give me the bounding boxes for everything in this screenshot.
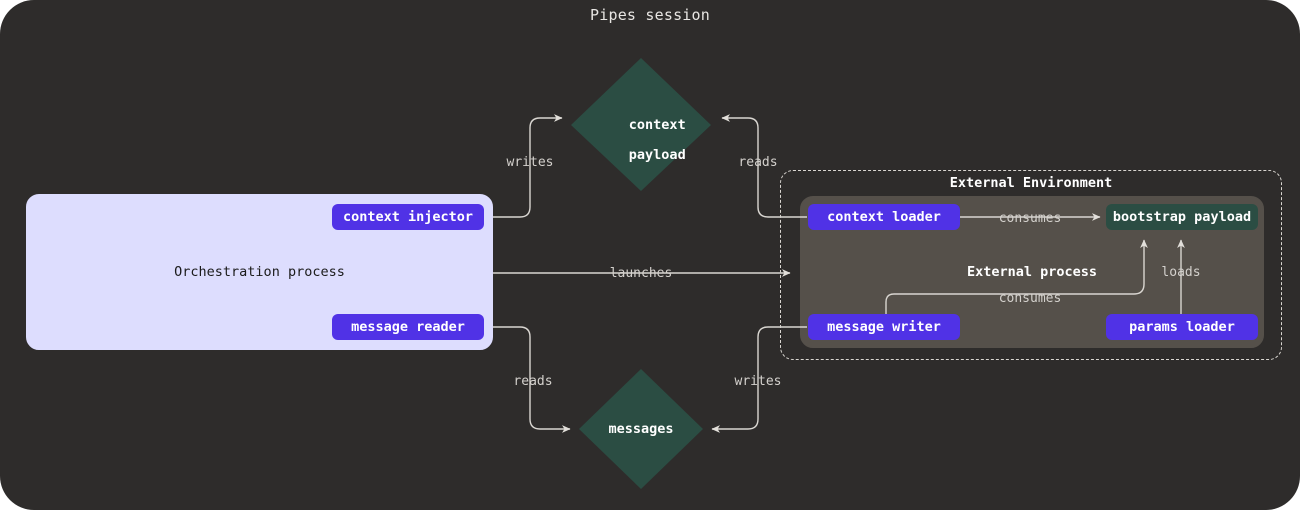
node-message-reader[interactable]: message reader — [332, 314, 484, 340]
node-messages-label: messages — [608, 421, 674, 437]
edge-label-consumes-bottom: consumes — [998, 291, 1062, 306]
node-context-payload-label: context payload — [571, 103, 711, 178]
edge-label-reads-context: reads — [738, 155, 778, 170]
node-message-writer[interactable]: message writer — [808, 314, 960, 340]
edge-label-writes-context: writes — [506, 155, 554, 170]
node-context-injector[interactable]: context injector — [332, 204, 484, 230]
cluster-external-environment — [780, 170, 1282, 360]
edge-label-consumes-top: consumes — [998, 211, 1062, 226]
edge-label-writes-messages: writes — [734, 374, 782, 389]
edge-label-reads-messages: reads — [513, 374, 553, 389]
node-context-loader[interactable]: context loader — [808, 204, 960, 230]
edge-label-launches: launches — [609, 266, 673, 281]
context-payload-line2: payload — [628, 147, 686, 163]
context-payload-line1: context — [628, 117, 686, 133]
node-params-loader[interactable]: params loader — [1106, 314, 1258, 340]
node-bootstrap-payload[interactable]: bootstrap payload — [1106, 204, 1258, 230]
cluster-external-environment-label: External Environment — [949, 175, 1113, 191]
page-title: Pipes session — [590, 6, 710, 24]
edge-label-loads: loads — [1161, 265, 1201, 280]
cluster-orchestration-process-label: Orchestration process — [174, 264, 345, 280]
